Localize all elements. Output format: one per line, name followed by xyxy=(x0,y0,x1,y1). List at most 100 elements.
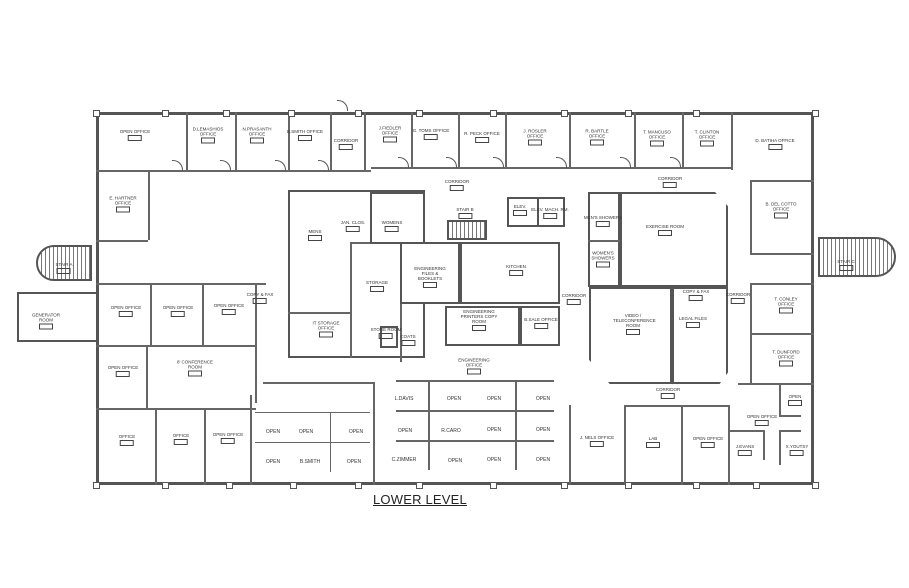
room-name: E. HARTNER OFFICE xyxy=(109,195,137,206)
room-number-box xyxy=(754,420,769,426)
room-number-box xyxy=(308,235,322,241)
room-name: J. NELS OFFICE xyxy=(579,435,615,440)
womens-room-box xyxy=(370,192,425,244)
room-name: STORE ROOM xyxy=(370,327,402,332)
room-name: G. TOMS OFFICE xyxy=(412,128,450,133)
room-number-box xyxy=(370,286,384,292)
room-label-r-peck: R. PECK OFFICE xyxy=(464,131,500,143)
wall xyxy=(779,385,781,415)
cubicle-label: OPEN xyxy=(265,429,281,435)
room-label-elev: ELEV. xyxy=(513,204,527,216)
room-name: COPY & FAX xyxy=(682,289,710,294)
room-label-open-office-se1: OPEN OFFICE xyxy=(693,436,723,448)
room-label-open-office-w3: OPEN OFFICE xyxy=(213,303,245,315)
video-conf-box xyxy=(589,287,672,384)
cubicle-label: C.ZIMMER xyxy=(391,457,417,463)
cubicle-panel xyxy=(428,380,430,470)
room-name: OPEN OFFICE xyxy=(213,303,245,308)
room-label-storage: STORAGE xyxy=(366,280,388,292)
room-number-box xyxy=(767,144,782,150)
room-name: OFFICE xyxy=(172,433,190,438)
room-number-box xyxy=(789,450,804,456)
room-label-d-lemashios: D.LEMASHIOS OFFICE xyxy=(188,127,228,144)
wall xyxy=(288,112,290,170)
room-number-box xyxy=(127,135,142,141)
column xyxy=(93,482,100,489)
stair-b-steps xyxy=(447,220,487,240)
room-number-box xyxy=(298,135,312,141)
wall xyxy=(569,405,571,485)
room-label-copy-fax-w: COPY & FAX xyxy=(247,292,273,304)
room-number-box xyxy=(731,298,745,304)
wall xyxy=(750,283,814,285)
room-number-box xyxy=(657,230,672,236)
room-label-open-office-sw2: OPEN OFFICE xyxy=(212,432,244,444)
cubicle-label: OPEN xyxy=(298,429,314,435)
wall xyxy=(186,112,188,170)
room-name: N.PRASANTH OFFICE xyxy=(242,126,272,137)
wall xyxy=(763,430,765,460)
wall xyxy=(373,382,375,485)
room-name: ENGINEERING OFFICE xyxy=(458,357,490,368)
room-label-r-bartle: R. BARTLE OFFICE xyxy=(577,129,617,146)
room-label-elev-mach-rm: ELEV. MACH. RM. xyxy=(531,207,569,219)
room-label-t-conley: T. CONLEY OFFICE xyxy=(766,297,806,314)
cubicle-panel xyxy=(255,442,370,443)
room-label-j-nels: J. NELS OFFICE xyxy=(580,435,614,447)
wall xyxy=(505,112,507,167)
room-name: STAIR C xyxy=(837,259,855,264)
room-number-box xyxy=(650,140,664,147)
room-number-box xyxy=(838,265,853,271)
room-number-box xyxy=(513,210,527,216)
legal-files-box xyxy=(672,287,728,384)
room-number-box xyxy=(779,360,793,367)
room-label-legal-files: LEGAL FILES xyxy=(679,316,707,328)
room-number-box xyxy=(424,134,438,140)
room-name: COATS xyxy=(400,334,416,339)
wall xyxy=(146,345,148,410)
cubicle-panel xyxy=(330,412,331,472)
room-label-stair-b: STAIR B xyxy=(456,207,474,219)
wall xyxy=(288,312,350,314)
room-name: ENGINEERING PRINTERS COPY ROOM xyxy=(460,309,498,324)
room-number-box xyxy=(457,213,472,219)
room-name: OPEN OFFICE xyxy=(110,305,142,310)
column xyxy=(490,110,497,117)
room-name: B. DEL COTTO OFFICE xyxy=(765,201,797,212)
room-label-corridor-e1: CORRIDOR xyxy=(562,293,586,305)
wall xyxy=(750,283,752,333)
room-label-office-sw2: OFFICE xyxy=(172,433,190,445)
room-name: OPEN xyxy=(788,394,802,399)
column xyxy=(812,482,819,489)
room-name: WOMEN'S SHOWERS xyxy=(591,250,615,261)
column xyxy=(226,482,233,489)
cubicle-label: OPEN xyxy=(346,459,362,465)
wall xyxy=(255,283,257,403)
wall xyxy=(235,112,237,170)
room-name: T. CONLEY OFFICE xyxy=(774,296,798,307)
room-label-open-se3: OPEN xyxy=(788,394,802,406)
room-name: CORRIDOR xyxy=(444,179,470,184)
room-label-b-smith-office: B.SMITH OFFICE xyxy=(287,129,323,141)
room-name: OPEN OFFICE xyxy=(212,432,244,437)
room-name: OPEN OFFICE xyxy=(746,414,778,419)
wall xyxy=(96,283,266,285)
wall xyxy=(155,408,157,485)
room-number-box xyxy=(174,439,188,445)
room-number-box xyxy=(700,442,715,448)
room-name: B.SALE OFFICE xyxy=(524,317,558,322)
room-name: J.EVANS xyxy=(735,444,755,449)
room-label-stair-c: STAIR C xyxy=(837,259,855,271)
exercise-room-box xyxy=(620,192,728,287)
room-name: T. DUNFORD OFFICE xyxy=(772,349,800,360)
column xyxy=(693,482,700,489)
room-number-box xyxy=(170,311,185,317)
room-number-box xyxy=(596,221,610,227)
column xyxy=(416,482,423,489)
room-name: R. PECK OFFICE xyxy=(464,131,500,136)
room-name: STAIR A xyxy=(55,262,73,267)
room-name: IT STORAGE OFFICE xyxy=(312,320,340,331)
wall xyxy=(250,395,252,485)
wall xyxy=(371,167,731,169)
